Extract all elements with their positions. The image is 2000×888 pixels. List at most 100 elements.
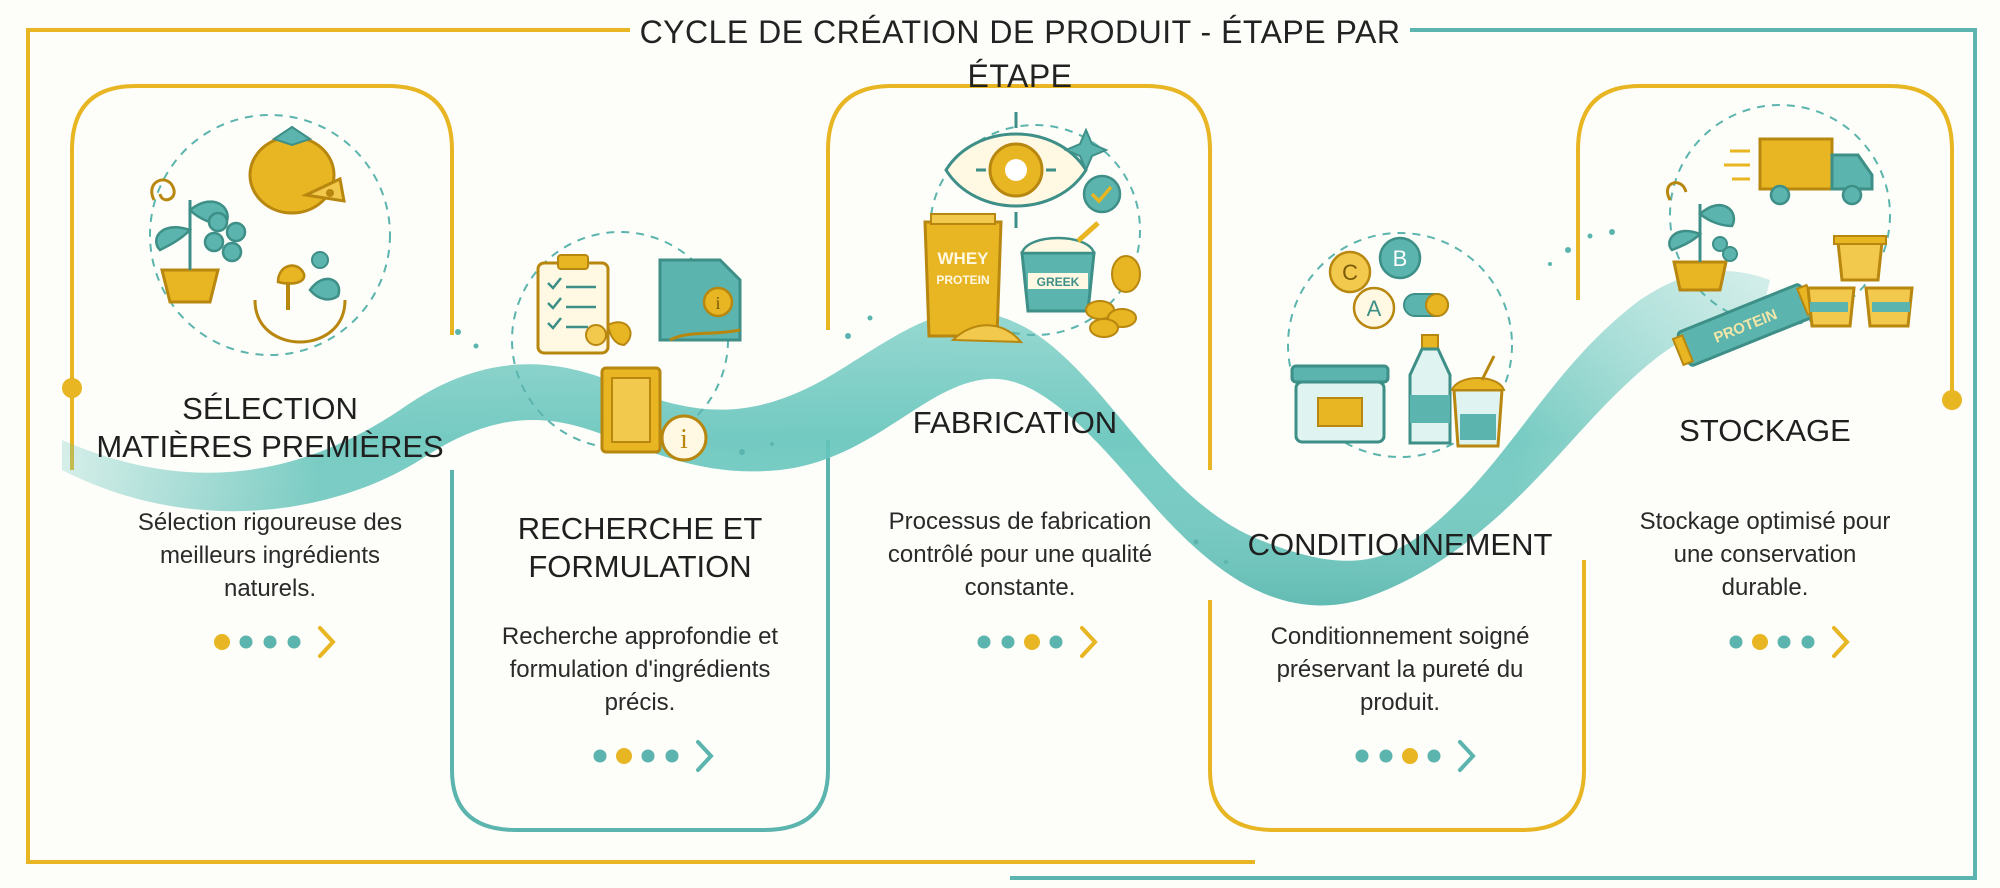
svg-text:i: i xyxy=(680,424,688,455)
step-2-title: RECHERCHE ET FORMULATION xyxy=(440,510,840,586)
step-4-title: CONDITIONNEMENT xyxy=(1210,526,1590,564)
step-5-title: STOCKAGE xyxy=(1580,412,1950,450)
step-2-title-line1: RECHERCHE ET xyxy=(517,511,763,546)
protein-bar-icon: PROTEIN xyxy=(1671,283,1819,367)
step-1-desc-line1: Sélection rigoureuse des xyxy=(137,509,403,536)
step-1-desc-line2: meilleurs ingrédients xyxy=(159,542,381,569)
step-2-description: Recherche approfondie et formulation d'i… xyxy=(450,620,830,719)
progress-dot xyxy=(1801,635,1815,649)
protein-label: PROTEIN xyxy=(936,273,989,287)
progress-dot xyxy=(641,749,655,763)
step-4-title-line1: CONDITIONNEMENT xyxy=(1247,527,1553,562)
svg-text:i: i xyxy=(715,293,720,313)
vitamin-c-label: C xyxy=(1342,260,1358,285)
whey-protein-bag-icon: WHEY PROTEIN xyxy=(923,213,1024,344)
card-4-outline xyxy=(1208,560,1586,832)
step-5-description: Stockage optimisé pour une conservation … xyxy=(1580,505,1950,604)
progress-dot xyxy=(616,748,632,764)
progress-dot xyxy=(1777,635,1791,649)
step-2-progress xyxy=(593,740,714,772)
progress-dot xyxy=(1024,634,1040,650)
progress-dot xyxy=(214,634,230,650)
step-2-desc-line2: formulation d'ingrédients xyxy=(509,656,771,683)
plant-icon xyxy=(1666,181,1738,292)
chevron-right-icon xyxy=(696,740,714,772)
vitamins-abc-icon: C B A xyxy=(1328,236,1449,330)
step-1-description: Sélection rigoureuse des meilleurs ingré… xyxy=(80,506,460,605)
packet-info-icon: i xyxy=(600,366,708,462)
progress-dot xyxy=(1427,749,1441,763)
card-outlines xyxy=(70,84,1954,832)
progress-dot xyxy=(1402,748,1418,764)
mushroom-hands-icon xyxy=(253,251,347,344)
step-3-title-line1: FABRICATION xyxy=(912,405,1118,440)
step-3-desc-line1: Processus de fabrication xyxy=(888,508,1152,535)
step-1-title-line2: MATIÈRES PREMIÈRES xyxy=(96,429,444,464)
step-2-desc-line3: précis. xyxy=(604,689,676,716)
card-2-outline xyxy=(450,440,830,832)
step-3-desc-line2: contrôlé pour une qualité xyxy=(887,541,1153,568)
card-3-outline xyxy=(826,84,1212,470)
step-4-description: Conditionnement soigné préservant la pur… xyxy=(1210,620,1590,719)
step-3-progress xyxy=(977,626,1098,658)
step-3-title: FABRICATION xyxy=(830,404,1200,442)
jar-icon xyxy=(1290,364,1390,444)
progress-dot xyxy=(1001,635,1015,649)
greek-yogurt-icon: GREEK xyxy=(1020,221,1100,313)
chevron-right-icon xyxy=(1832,626,1850,658)
delivery-truck-icon xyxy=(1724,137,1874,206)
progress-dot xyxy=(1752,634,1768,650)
cups-stack-icon xyxy=(1806,235,1914,328)
progress-dot xyxy=(263,635,277,649)
card-5-outline xyxy=(1576,84,1954,400)
step-4-desc-line1: Conditionnement soigné xyxy=(1270,623,1530,650)
progress-dot xyxy=(1729,635,1743,649)
progress-dot xyxy=(1379,749,1393,763)
progress-dot xyxy=(665,749,679,763)
progress-dot xyxy=(239,635,253,649)
berries-icon xyxy=(203,211,247,263)
whey-label: WHEY xyxy=(938,249,990,268)
step-5-desc-line2: une conservation xyxy=(1673,541,1857,568)
plant-icon xyxy=(150,178,229,304)
nuts-icon xyxy=(1085,255,1141,338)
progress-dot xyxy=(1049,635,1063,649)
chevron-right-icon xyxy=(1080,626,1098,658)
progress-dot xyxy=(287,635,301,649)
step-5-progress xyxy=(1729,626,1850,658)
tomato-icon xyxy=(248,125,346,215)
step-5-desc-line1: Stockage optimisé pour xyxy=(1639,508,1891,535)
vitamin-a-label: A xyxy=(1367,296,1382,321)
progress-dot xyxy=(1355,749,1369,763)
clipboard-checklist-icon xyxy=(536,254,632,355)
bottle-icon xyxy=(1408,334,1452,445)
greek-label: GREEK xyxy=(1037,275,1080,289)
card-1-outline xyxy=(70,84,454,470)
step-1-desc-line3: naturels. xyxy=(223,575,317,602)
frame-knob-left xyxy=(62,378,82,398)
step-1-title: SÉLECTION MATIÈRES PREMIÈRES xyxy=(60,390,480,466)
progress-dot xyxy=(977,635,991,649)
chevron-right-icon xyxy=(318,626,336,658)
step-1-progress xyxy=(214,626,336,658)
step-5-desc-line3: durable. xyxy=(1721,574,1809,601)
step-4-desc-line2: préservant la pureté du xyxy=(1276,656,1524,683)
page-title: CYCLE DE CRÉATION DE PRODUIT - ÉTAPE PAR… xyxy=(630,10,1410,94)
vitamin-b-label: B xyxy=(1393,246,1408,271)
eye-target-icon xyxy=(944,112,1122,228)
flow-ribbon xyxy=(62,229,1770,606)
outer-frame xyxy=(26,28,1977,880)
step-1-title-line1: SÉLECTION xyxy=(182,391,358,426)
progress-indicators xyxy=(214,626,1850,772)
chevron-right-icon xyxy=(1458,740,1476,772)
step-2-desc-line1: Recherche approfondie et xyxy=(501,623,779,650)
progress-dot xyxy=(593,749,607,763)
step-5-title-line1: STOCKAGE xyxy=(1679,413,1851,448)
step-4-desc-line3: produit. xyxy=(1359,689,1441,716)
step-3-description: Processus de fabrication contrôlé pour u… xyxy=(830,505,1210,604)
step-2-title-line2: FORMULATION xyxy=(528,549,752,584)
cup-icon xyxy=(1450,355,1506,448)
step-3-desc-line3: constante. xyxy=(964,574,1076,601)
